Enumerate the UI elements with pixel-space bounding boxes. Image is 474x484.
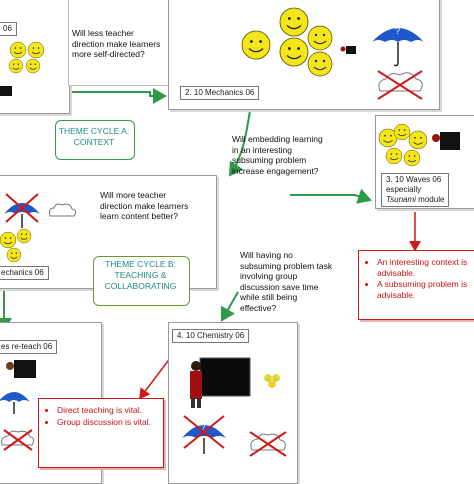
- finding-right: An interesting context is advisable. A s…: [358, 250, 474, 320]
- smiley-icon: [266, 378, 278, 390]
- umbrella-icon: ?: [372, 26, 424, 67]
- card-waves-label: 3. 10 Waves 06 especially Tsunami module: [381, 173, 450, 207]
- smiley-icon: [308, 26, 332, 50]
- smiley-icon: [0, 232, 16, 248]
- smiley-icon: [308, 52, 332, 76]
- arrow-q1-to-mechanics: [68, 88, 167, 104]
- cross-icon: [249, 431, 287, 457]
- teacher-board-icon: [190, 357, 251, 408]
- smiley-icon: [270, 372, 282, 384]
- teacher-board-icon: [432, 132, 460, 150]
- smiley-icon: [242, 31, 270, 59]
- teacher-board-icon: [0, 86, 12, 96]
- arrow-mechanics-to-q2: [228, 109, 251, 177]
- smiley-icon: [10, 42, 26, 58]
- cross-icon: [183, 415, 225, 449]
- smiley-icon: [28, 42, 44, 58]
- umbrella-icon: ?: [182, 423, 226, 454]
- card-top-left-label: 06: [0, 22, 17, 36]
- smiley-icon: [280, 8, 308, 36]
- cloud-icon: [49, 203, 77, 217]
- svg-text:?: ?: [395, 26, 400, 36]
- umbrella-icon: [0, 392, 30, 414]
- card-left-mid-label: echanics 06: [0, 266, 49, 280]
- smiley-icon: [409, 131, 427, 149]
- finding-bottom: Direct teaching is vital. Group discussi…: [38, 398, 164, 468]
- arrow-q2-to-waves: [290, 188, 372, 204]
- theme-b: THEME CYCLE B:TEACHING &COLLABORATING: [104, 259, 177, 291]
- theme-a: THEME CYCLE A:CONTEXT: [58, 126, 130, 147]
- smiley-icon: [262, 372, 274, 384]
- svg-text:?: ?: [201, 423, 206, 432]
- arrow-q4-to-chemistry: [221, 291, 239, 322]
- smiley-icon: [17, 229, 31, 243]
- teacher-board-icon: [340, 46, 356, 54]
- cross-icon: [5, 193, 39, 223]
- cross-icon: [377, 70, 423, 100]
- smiley-icon: [394, 124, 410, 140]
- card-left-bottom-label: es re-teach 06: [0, 340, 58, 354]
- theme-a-box: [55, 120, 135, 160]
- cross-icon: [3, 429, 33, 451]
- smiley-icon: [26, 59, 40, 73]
- question-1-box: [68, 0, 170, 86]
- icon-layer: ?: [0, 0, 460, 457]
- smiley-icon: [386, 148, 402, 164]
- theme-b-box: [93, 256, 190, 306]
- card-mechanics-label: 2. 10 Mechanics 06: [180, 86, 260, 100]
- card-chemistry: [168, 322, 298, 484]
- teacher-board-icon: [6, 360, 36, 378]
- smiley-icon: [7, 248, 21, 262]
- smiley-icon: [280, 38, 308, 66]
- smiley-icon: [404, 150, 420, 166]
- smiley-icon: [9, 59, 23, 73]
- card-chemistry-label: 4. 10 Chemistry 06: [172, 329, 250, 343]
